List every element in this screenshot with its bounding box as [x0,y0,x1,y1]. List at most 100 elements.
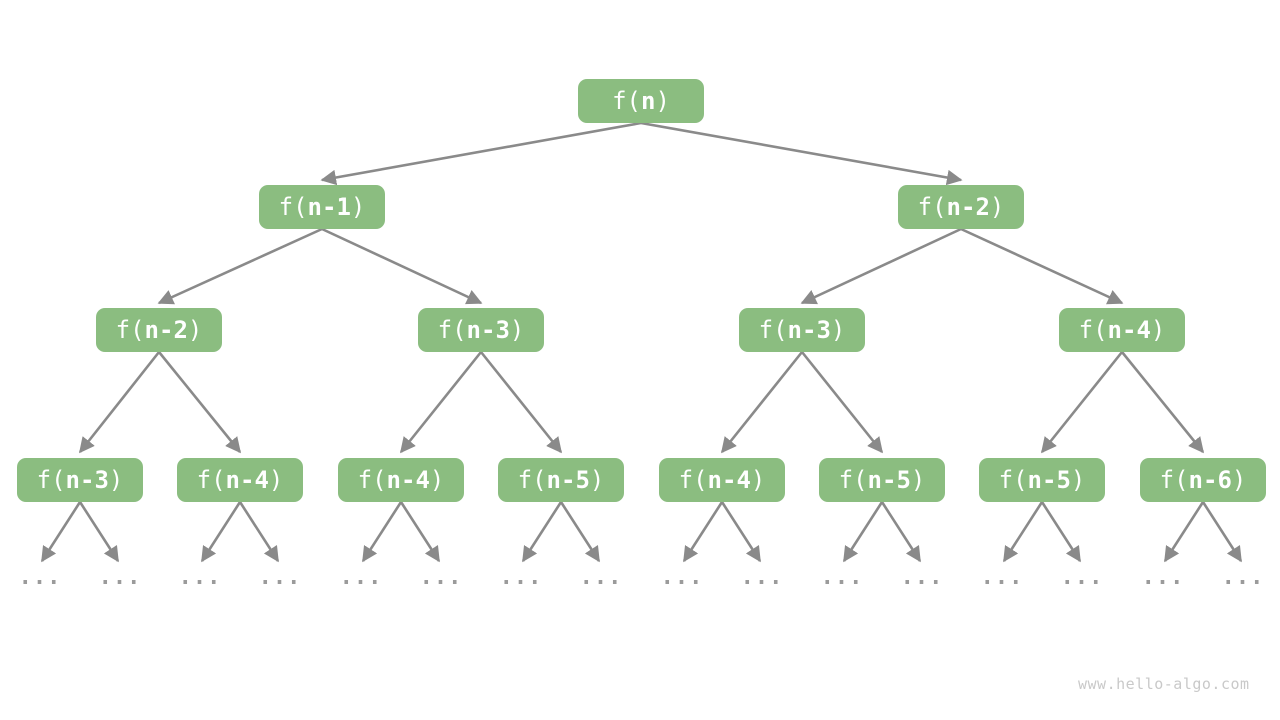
node-label-pre: f( [998,466,1028,494]
tree-node: f(n-5) [979,458,1105,502]
tree-node: f(n-3) [17,458,143,502]
node-label-arg: n-6 [1188,466,1232,494]
node-label-pre: f( [437,316,467,344]
ellipsis: ... [579,565,623,590]
ellipsis: ... [1141,565,1185,590]
node-label-arg: n-1 [307,193,351,221]
tree-edge [238,501,280,563]
node-label-pre: f( [357,466,387,494]
node-label-arg: n-5 [1027,466,1071,494]
tree-edge [720,351,804,454]
node-label-arg: n-5 [867,466,911,494]
node-label-pre: f( [1078,316,1108,344]
tree-edge [200,501,242,563]
ellipsis: ... [178,565,222,590]
node-label-post: ) [655,87,670,115]
node-label-arg: n-4 [386,466,430,494]
node-label-post: ) [750,466,766,494]
node-label-arg: n-2 [946,193,990,221]
tree-node: f(n-4) [338,458,464,502]
ellipsis: ... [740,565,784,590]
tree-edge [800,227,962,305]
node-label-arg: n [641,87,656,115]
tree-edge [78,351,161,454]
node-label-pre: f( [517,466,547,494]
tree-edge [157,227,323,305]
node-label-arg: n-2 [144,316,188,344]
node-label-post: ) [910,466,926,494]
node-label-arg: n-3 [65,466,109,494]
tree-edge [559,501,601,563]
node-label-post: ) [830,316,846,344]
watermark: www.hello-algo.com [1078,675,1250,693]
tree-edge [880,501,922,563]
node-label-post: ) [268,466,284,494]
node-label-arg: n-3 [466,316,510,344]
ellipsis: ... [258,565,302,590]
tree-node: f(n-2) [898,185,1024,229]
tree-edge [1040,501,1082,563]
tree-edge [40,501,82,563]
tree-edge [1040,351,1124,454]
tree-edge [361,501,403,563]
node-label-pre: f( [115,316,145,344]
tree-edge [682,501,724,563]
node-label-post: ) [429,466,445,494]
ellipsis: ... [660,565,704,590]
tree-node: f(n-6) [1140,458,1266,502]
node-label-pre: f( [838,466,868,494]
tree-edge [399,501,441,563]
ellipsis: ... [339,565,383,590]
tree-edge [479,351,563,454]
tree-edge [842,501,884,563]
node-label-post: ) [1070,466,1086,494]
node-label-arg: n-3 [787,316,831,344]
node-label-post: ) [1231,466,1247,494]
tree-node: f(n-4) [659,458,785,502]
ellipsis: ... [1060,565,1104,590]
tree-node: f(n-3) [739,308,865,352]
node-label-pre: f( [678,466,708,494]
tree-edge [320,121,642,186]
tree-edge [1201,501,1243,563]
ellipsis: ... [1221,565,1265,590]
ellipsis: ... [18,565,62,590]
node-label-pre: f( [36,466,66,494]
node-label-post: ) [1150,316,1166,344]
tree-node: f(n-5) [498,458,624,502]
ellipsis: ... [980,565,1024,590]
tree-edge [800,351,884,454]
node-label-pre: f( [1159,466,1189,494]
tree-node: f(n-3) [418,308,544,352]
tree-edge [321,227,483,305]
node-label-post: ) [350,193,366,221]
node-label-post: ) [187,316,203,344]
node-label-pre: f( [196,466,226,494]
node-label-arg: n-4 [1107,316,1151,344]
tree-node: f(n-2) [96,308,222,352]
tree-edge [1002,501,1044,563]
node-label-post: ) [509,316,525,344]
node-label-post: ) [108,466,124,494]
tree-edge [1163,501,1205,563]
node-label-arg: n-5 [546,466,590,494]
tree-node-root: f(n) [578,79,704,123]
tree-node: f(n-4) [1059,308,1185,352]
node-label-pre: f( [917,193,947,221]
tree-edge [720,501,762,563]
node-label-post: ) [989,193,1005,221]
tree-edge [78,501,120,563]
node-label-arg: n-4 [225,466,269,494]
tree-edge [157,351,242,454]
ellipsis: ... [499,565,543,590]
tree-edge [521,501,563,563]
tree-edge [960,227,1124,305]
node-label-pre: f( [612,87,641,115]
node-label-arg: n-4 [707,466,751,494]
tree-node: f(n-5) [819,458,945,502]
node-label-post: ) [589,466,605,494]
ellipsis: ... [900,565,944,590]
node-label-pre: f( [278,193,308,221]
